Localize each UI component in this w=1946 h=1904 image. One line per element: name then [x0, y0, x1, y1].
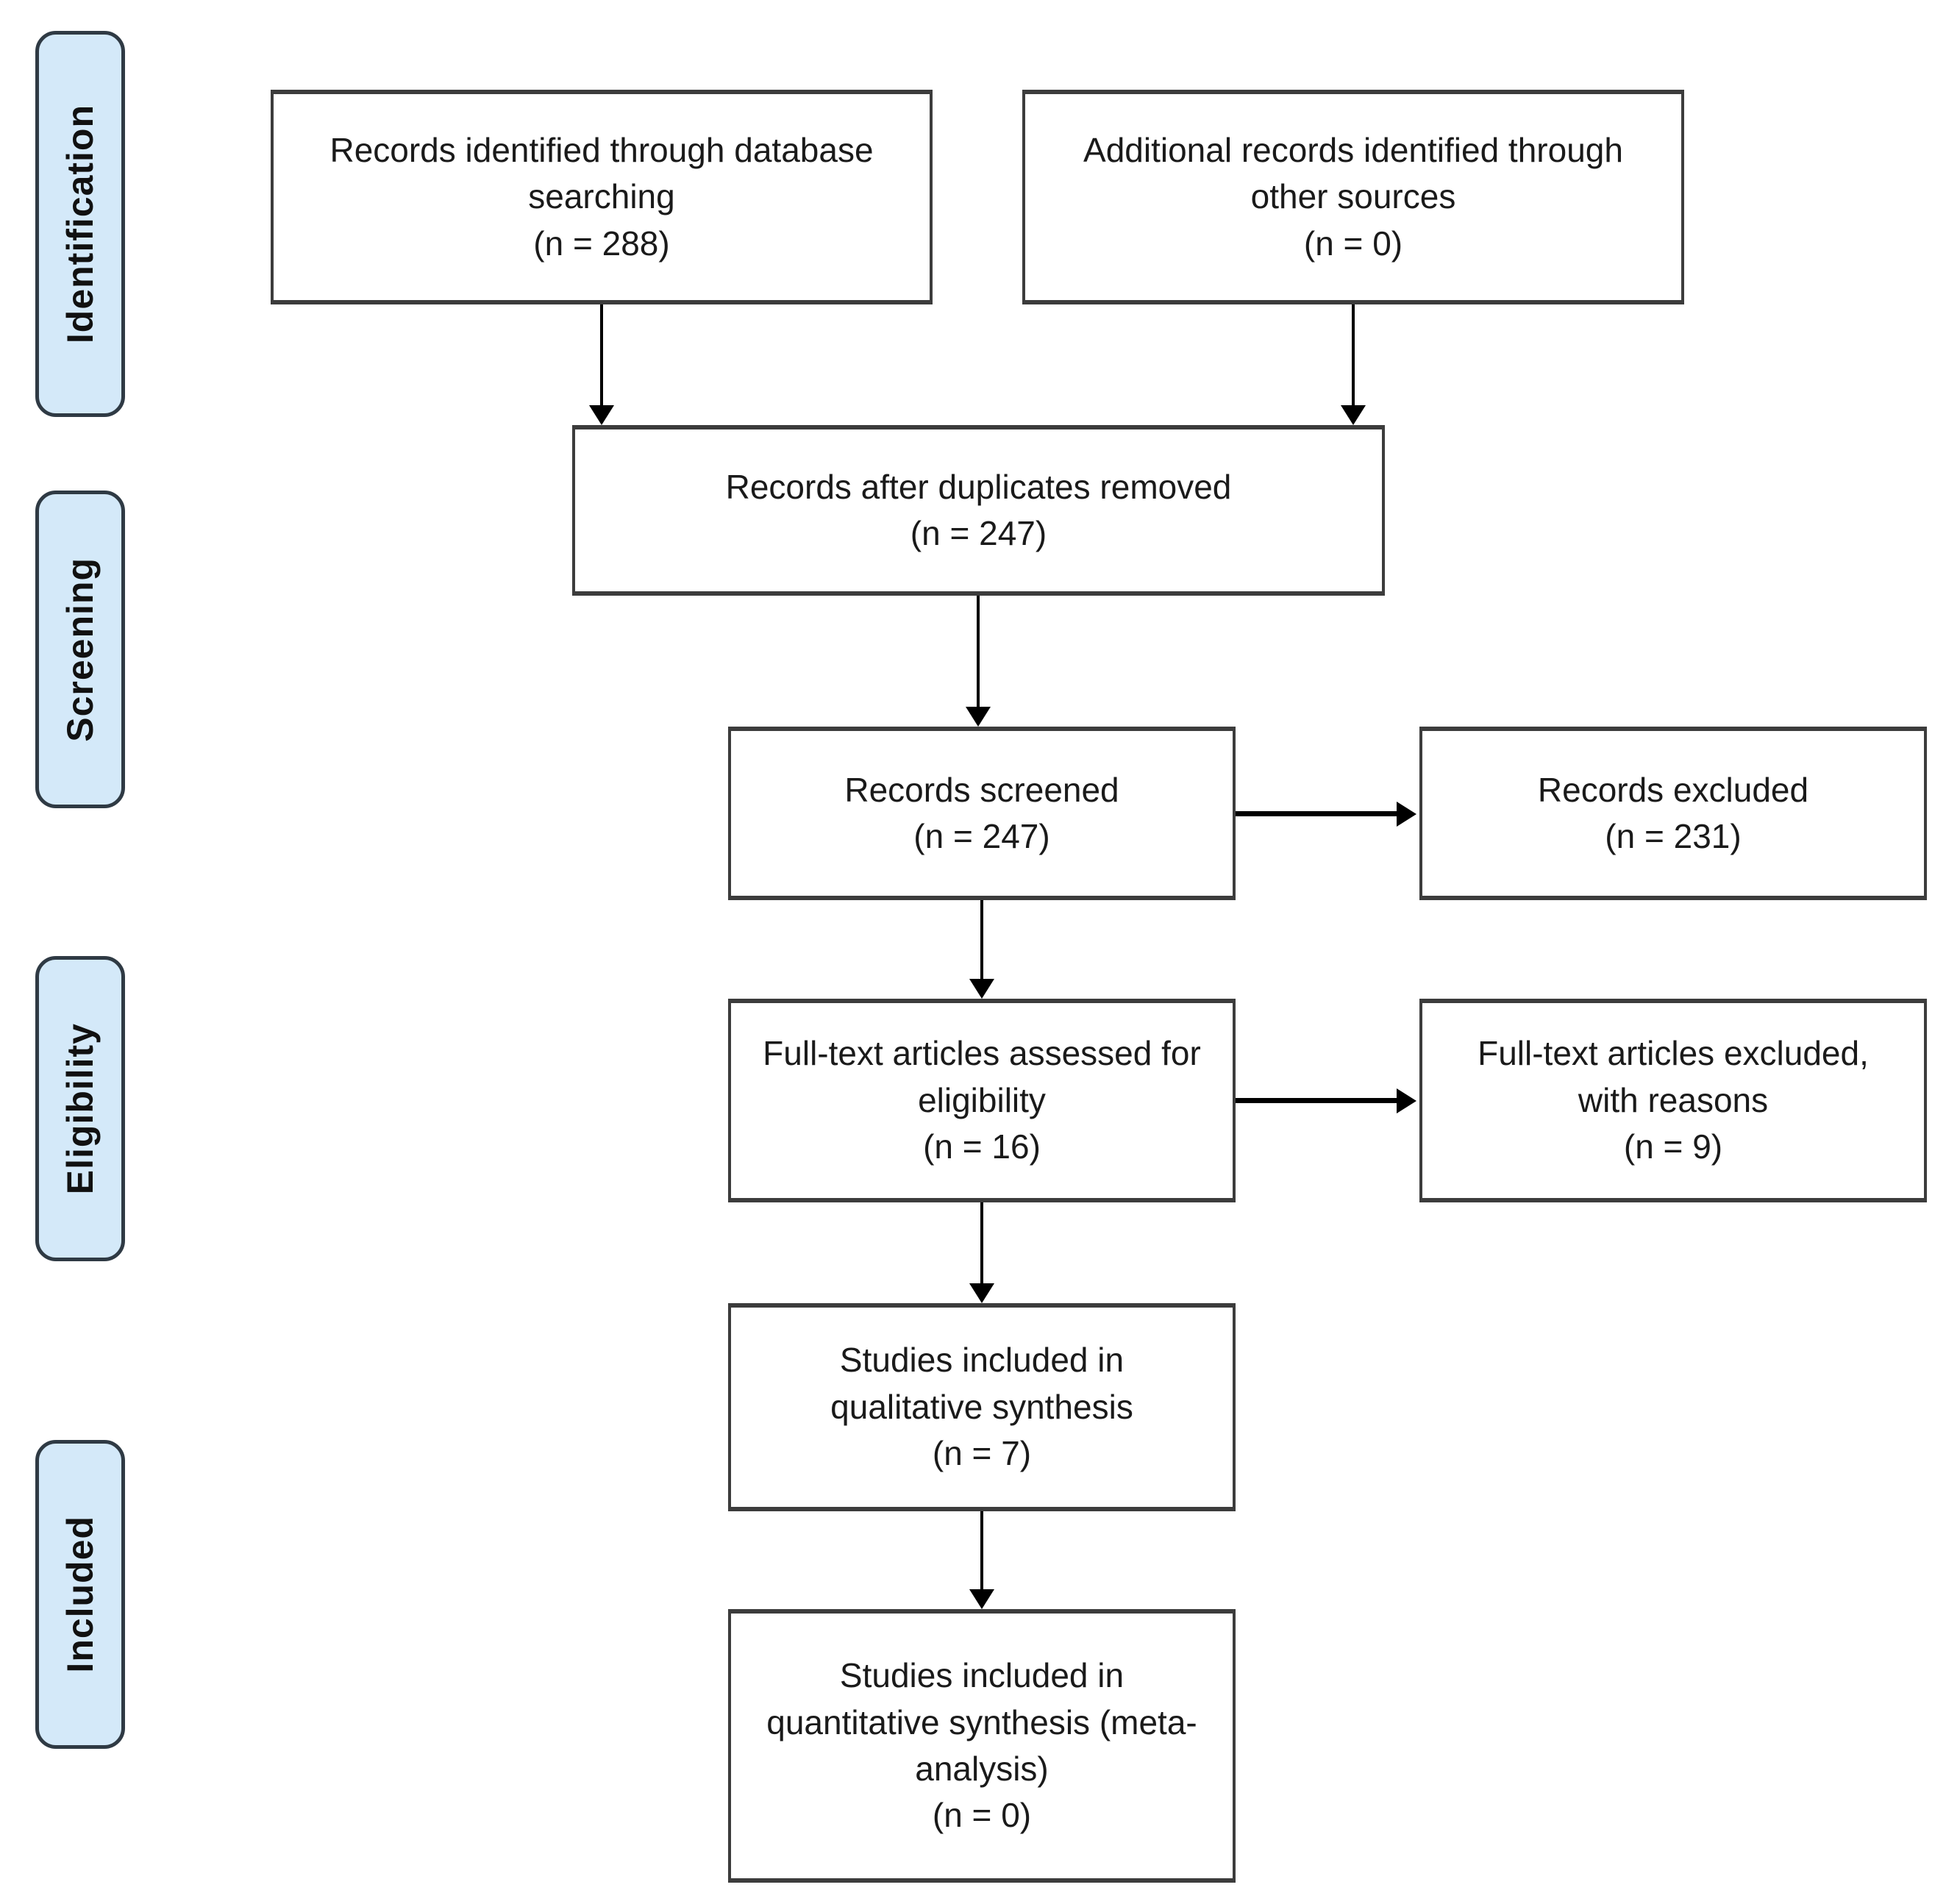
box-records-screened-text: Records screened — [844, 770, 1119, 809]
box-duplicates-removed-count: (n = 247) — [910, 514, 1047, 552]
box-records-screened-count: (n = 247) — [913, 817, 1050, 855]
arrow-deduplicated-to-screened — [977, 596, 980, 707]
box-records-excluded-text: Records excluded — [1537, 770, 1809, 809]
arrow-screened-to-excluded — [1236, 811, 1397, 816]
arrow-screened-to-fulltext — [980, 900, 983, 980]
arrow-additional-to-deduplicated — [1352, 304, 1355, 406]
box-duplicates-removed-text: Records after duplicates removed — [725, 467, 1232, 506]
box-additional-records: Additional records identified through ot… — [1022, 90, 1684, 304]
box-quantitative-synthesis-count: (n = 0) — [932, 1796, 1032, 1835]
box-records-identified: Records identified through database sear… — [271, 90, 933, 304]
box-records-excluded-count: (n = 231) — [1605, 817, 1742, 855]
arrow-identified-to-deduplicated — [600, 304, 603, 406]
box-fulltext-excluded-count: (n = 9) — [1623, 1127, 1723, 1166]
box-fulltext-assessed-text: Full-text articles assessed for eligibil… — [763, 1034, 1201, 1119]
box-records-excluded: Records excluded (n = 231) — [1419, 727, 1927, 900]
arrow-qualitative-to-quantitative — [980, 1511, 983, 1590]
box-fulltext-assessed-count: (n = 16) — [923, 1127, 1041, 1166]
stage-identification: Identification — [35, 31, 125, 417]
box-quantitative-synthesis-text: Studies included in quantitative synthes… — [766, 1656, 1197, 1788]
box-additional-records-count: (n = 0) — [1303, 224, 1403, 263]
stage-eligibility-label: Eligibility — [60, 1022, 101, 1195]
box-fulltext-excluded: Full-text articles excluded, with reason… — [1419, 999, 1927, 1202]
box-records-identified-text: Records identified through database sear… — [329, 130, 874, 216]
box-quantitative-synthesis: Studies included in quantitative synthes… — [728, 1609, 1236, 1883]
arrow-fulltext-to-excluded — [1236, 1098, 1397, 1103]
arrow-fulltext-to-qualitative — [980, 1202, 983, 1284]
stage-included: Included — [35, 1440, 125, 1749]
box-qualitative-synthesis-text: Studies included in qualitative synthesi… — [830, 1341, 1133, 1426]
stage-screening-label: Screening — [60, 557, 101, 742]
box-qualitative-synthesis-count: (n = 7) — [932, 1434, 1032, 1473]
stage-included-label: Included — [60, 1516, 101, 1673]
box-fulltext-assessed: Full-text articles assessed for eligibil… — [728, 999, 1236, 1202]
stage-screening: Screening — [35, 491, 125, 808]
box-qualitative-synthesis: Studies included in qualitative synthesi… — [728, 1303, 1236, 1511]
box-additional-records-text: Additional records identified through ot… — [1083, 130, 1623, 216]
box-duplicates-removed: Records after duplicates removed (n = 24… — [572, 425, 1385, 596]
box-fulltext-excluded-text: Full-text articles excluded, with reason… — [1478, 1034, 1869, 1119]
stage-identification-label: Identification — [60, 104, 101, 344]
box-records-identified-count: (n = 288) — [533, 224, 670, 263]
stage-eligibility: Eligibility — [35, 956, 125, 1261]
box-records-screened: Records screened (n = 247) — [728, 727, 1236, 900]
